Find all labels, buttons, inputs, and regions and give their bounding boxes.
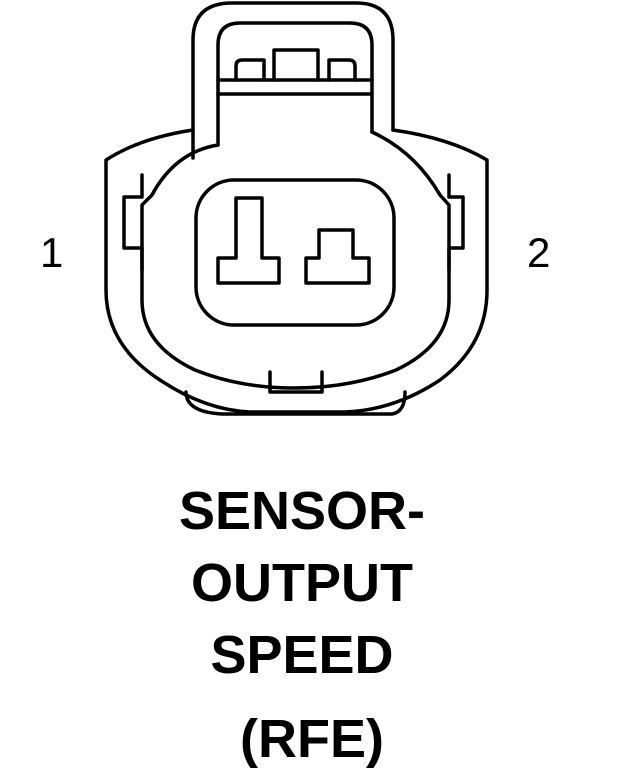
outer-housing <box>104 128 489 414</box>
terminal-2 <box>304 228 371 285</box>
bottom-key <box>268 370 324 394</box>
lock-nub-left <box>234 58 266 82</box>
locking-tab-inner <box>216 21 374 147</box>
side-key-right <box>447 173 465 272</box>
inner-housing <box>140 130 451 390</box>
caption-line-4: (RFE) <box>240 709 384 769</box>
side-key-left <box>122 173 144 272</box>
caption-line-3: SPEED <box>210 625 394 685</box>
locking-tab <box>191 1 395 160</box>
terminal-cavity <box>194 178 396 327</box>
lock-nub-right <box>327 58 357 82</box>
pin-2-label: 2 <box>527 229 551 276</box>
terminal-1 <box>216 196 281 285</box>
lock-nub-center <box>272 48 320 82</box>
pin-1-label: 1 <box>40 229 64 276</box>
caption-line-2: OUTPUT <box>191 553 413 613</box>
caption-line-1: SENSOR- <box>178 481 426 541</box>
bottom-lobe <box>184 390 407 416</box>
